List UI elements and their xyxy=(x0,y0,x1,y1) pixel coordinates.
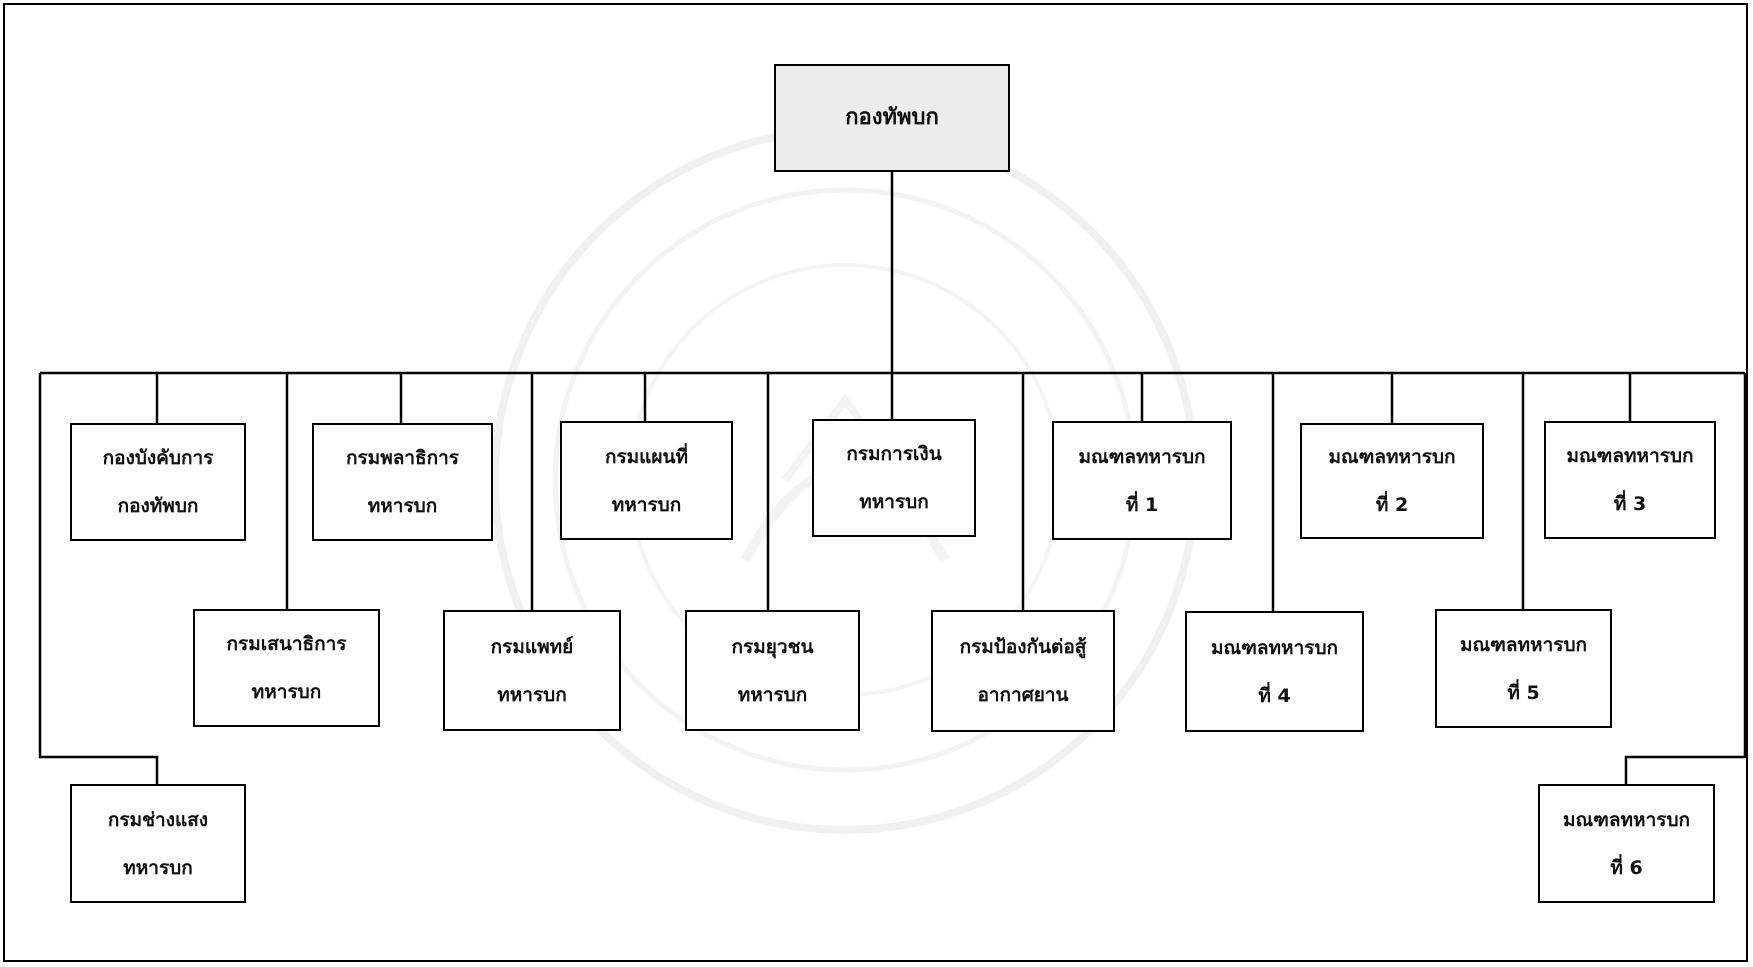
node-label-line1: มณฑลทหารบก xyxy=(1566,445,1694,467)
node-label-line1: มณฑลทหารบก xyxy=(1210,636,1339,659)
node-label-line2: ที่ 5 xyxy=(1507,681,1540,704)
elbow-region-6 xyxy=(1624,373,1747,784)
node-label-line2: ทหารบก xyxy=(251,681,322,703)
node-label-line1: กรมพลาธิการ xyxy=(345,447,460,469)
node-military-region-2: มณฑลทหารบก ที่ 2 xyxy=(1300,423,1484,539)
node-military-region-5: มณฑลทหารบก ที่ 5 xyxy=(1435,609,1612,728)
node-air-defense-dept: กรมป้องกันต่อสู้ อากาศยาน xyxy=(931,610,1115,732)
node-label-line2: ทหารบก xyxy=(737,683,808,706)
node-label-line2: ที่ 3 xyxy=(1613,493,1647,515)
node-label-line1: มณฑลทหารบก xyxy=(1562,808,1691,831)
diagram-frame xyxy=(3,3,1748,962)
node-military-region-6: มณฑลทหารบก ที่ 6 xyxy=(1538,784,1715,903)
node-label-line2: ที่ 4 xyxy=(1258,684,1291,707)
node-label-line1: กองบังคับการ xyxy=(102,447,214,469)
node-label-line2: กองทัพบก xyxy=(117,495,199,517)
node-youth-dept: กรมยุวชน ทหารบก xyxy=(685,610,860,731)
node-label: กองทัพบก xyxy=(845,105,939,130)
node-label-line2: ที่ 2 xyxy=(1375,494,1409,516)
node-army-root: กองทัพบก xyxy=(774,64,1010,172)
node-military-region-3: มณฑลทหารบก ที่ 3 xyxy=(1544,421,1716,539)
node-military-region-1: มณฑลทหารบก ที่ 1 xyxy=(1052,421,1232,540)
node-label-line2: ทหารบก xyxy=(367,495,438,517)
node-label-line2: ที่ 1 xyxy=(1125,493,1159,516)
node-label-line1: กรมเสนาธิการ xyxy=(226,633,347,655)
node-label-line1: กรมยุวชน xyxy=(731,635,814,658)
node-quartermaster-dept: กรมพลาธิการ ทหารบก xyxy=(312,423,493,541)
node-label-line1: กรมการเงิน xyxy=(846,443,942,465)
node-label-line2: ทหารบก xyxy=(611,493,682,516)
node-label-line2: ทหารบก xyxy=(859,491,929,513)
node-finance-dept: กรมการเงิน ทหารบก xyxy=(812,419,976,537)
node-label-line2: ทหารบก xyxy=(497,683,567,706)
node-label-line1: กรมแผนที่ xyxy=(604,445,689,468)
node-label-line2: ทหารบก xyxy=(123,856,193,879)
node-map-dept: กรมแผนที่ ทหารบก xyxy=(560,421,733,540)
node-label-line1: มณฑลทหารบก xyxy=(1078,445,1206,468)
node-label-line1: กรมแพทย์ xyxy=(490,635,574,658)
node-label-line2: อากาศยาน xyxy=(977,684,1069,706)
elbow-ordnance xyxy=(38,373,159,784)
node-label-line1: กรมช่างแสง xyxy=(107,808,209,831)
node-label-line1: มณฑลทหารบก xyxy=(1459,633,1588,656)
node-ordnance-dept: กรมช่างแสง ทหารบก xyxy=(70,784,246,903)
node-military-region-4: มณฑลทหารบก ที่ 4 xyxy=(1185,611,1364,732)
node-label-line1: มณฑลทหารบก xyxy=(1328,446,1456,468)
node-label-line1: กรมป้องกันต่อสู้ xyxy=(959,636,1087,658)
node-medical-dept: กรมแพทย์ ทหารบก xyxy=(443,610,621,731)
node-staff-dept: กรมเสนาธิการ ทหารบก xyxy=(193,609,380,727)
node-label-line2: ที่ 6 xyxy=(1610,856,1643,879)
node-army-hq: กองบังคับการ กองทัพบก xyxy=(70,423,246,541)
